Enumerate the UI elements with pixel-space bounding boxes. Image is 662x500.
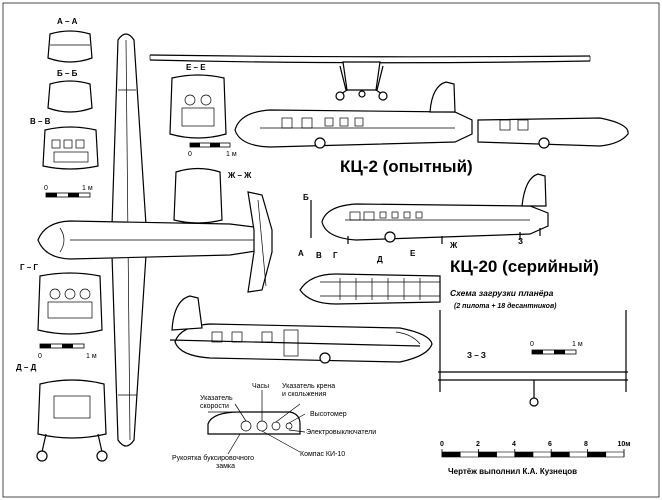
panel-clock: Часы [252, 383, 269, 390]
scale-bar-left-middle [39, 343, 85, 349]
section-bb-shape [47, 80, 93, 113]
scale-left-mid-zero: 0 [38, 353, 42, 360]
big-scale-bar [441, 449, 625, 458]
section-ee-shape [169, 74, 227, 139]
section-dd-shape [36, 379, 108, 462]
cut-mark-d: Д [377, 255, 383, 264]
section-aa-label: А – А [57, 17, 78, 26]
cut-mark-z: З [518, 237, 523, 246]
scale-left-mid-1m: 1 м [86, 353, 97, 360]
section-zz-shape [438, 310, 628, 407]
big-scale-tick-label: 8 [584, 441, 588, 448]
scale-ee-zero: 0 [188, 151, 192, 158]
cut-mark-g: Г [333, 251, 338, 260]
section-gg-shape [37, 272, 103, 335]
loading-title: Схема загрузки планёра [450, 288, 554, 298]
big-scale-segment [587, 451, 607, 458]
kc20-side-view [310, 173, 549, 244]
scale-ee-1m: 1 м [226, 151, 237, 158]
big-scale-segment [569, 451, 588, 458]
front-view [149, 54, 591, 101]
scale-zz-zero: 0 [530, 341, 534, 348]
scale-left-top-zero: 0 [44, 185, 48, 192]
scale-bar-ee [189, 142, 231, 148]
section-zhzh-label: Ж – Ж [227, 171, 252, 180]
top-view [37, 33, 273, 447]
scale-left-top-1m: 1 м [82, 185, 93, 192]
section-zz-label: З – З [467, 351, 486, 360]
kc2-lower-side-view [169, 295, 433, 364]
scale-zz-1m: 1 м [572, 341, 583, 348]
section-zhzh-shape [173, 167, 223, 224]
big-scale-tick-label: 2 [476, 441, 480, 448]
big-scale-tick-label: 10м [618, 441, 631, 448]
big-scale-segment [441, 451, 461, 458]
scale-bar-left-top [45, 192, 91, 198]
section-bb-label: Б – Б [57, 69, 78, 78]
cut-mark-e: Е [410, 249, 416, 258]
section-gg-label: Г – Г [20, 263, 38, 272]
section-vv-shape [42, 126, 99, 170]
panel-switches: Электровыключатели [306, 429, 376, 436]
section-dd-label: Д – Д [16, 363, 37, 372]
panel-compass: Компас КИ-10 [300, 451, 345, 458]
big-scale-segment [478, 451, 497, 458]
big-scale-segment [514, 451, 534, 458]
big-scale-segment [605, 451, 625, 458]
loading-scheme [299, 273, 441, 305]
big-scale-tick-label: 6 [548, 441, 552, 448]
drawing-credit: Чертёж выполнил К.А. Кузнецов [448, 467, 577, 476]
cut-mark-zh: Ж [449, 241, 458, 250]
section-ee-label: Е – Е [186, 63, 206, 72]
loading-subtitle: (2 пилота + 18 десантников) [454, 302, 557, 310]
big-scale-segment [496, 451, 516, 458]
cut-mark-b: Б [303, 193, 309, 202]
big-scale-segment [459, 451, 479, 458]
section-aa-shape [47, 30, 93, 63]
kc2-side-view [234, 81, 629, 149]
kc20-title: КЦ-20 (серийный) [450, 257, 599, 276]
cut-mark-v: В [316, 251, 322, 260]
big-scale-segment [550, 451, 570, 458]
scale-bar-zz [531, 349, 577, 355]
big-scale-tick-label: 0 [440, 441, 444, 448]
cut-mark-a: А [298, 249, 304, 258]
big-scale-tick-label: 4 [512, 441, 516, 448]
big-scale-segment [532, 451, 552, 458]
panel-altimeter: Высотомер [310, 411, 347, 418]
instrument-panel [207, 390, 306, 455]
section-vv-label: В – В [30, 117, 51, 126]
kc2-title: КЦ-2 (опытный) [340, 157, 473, 176]
